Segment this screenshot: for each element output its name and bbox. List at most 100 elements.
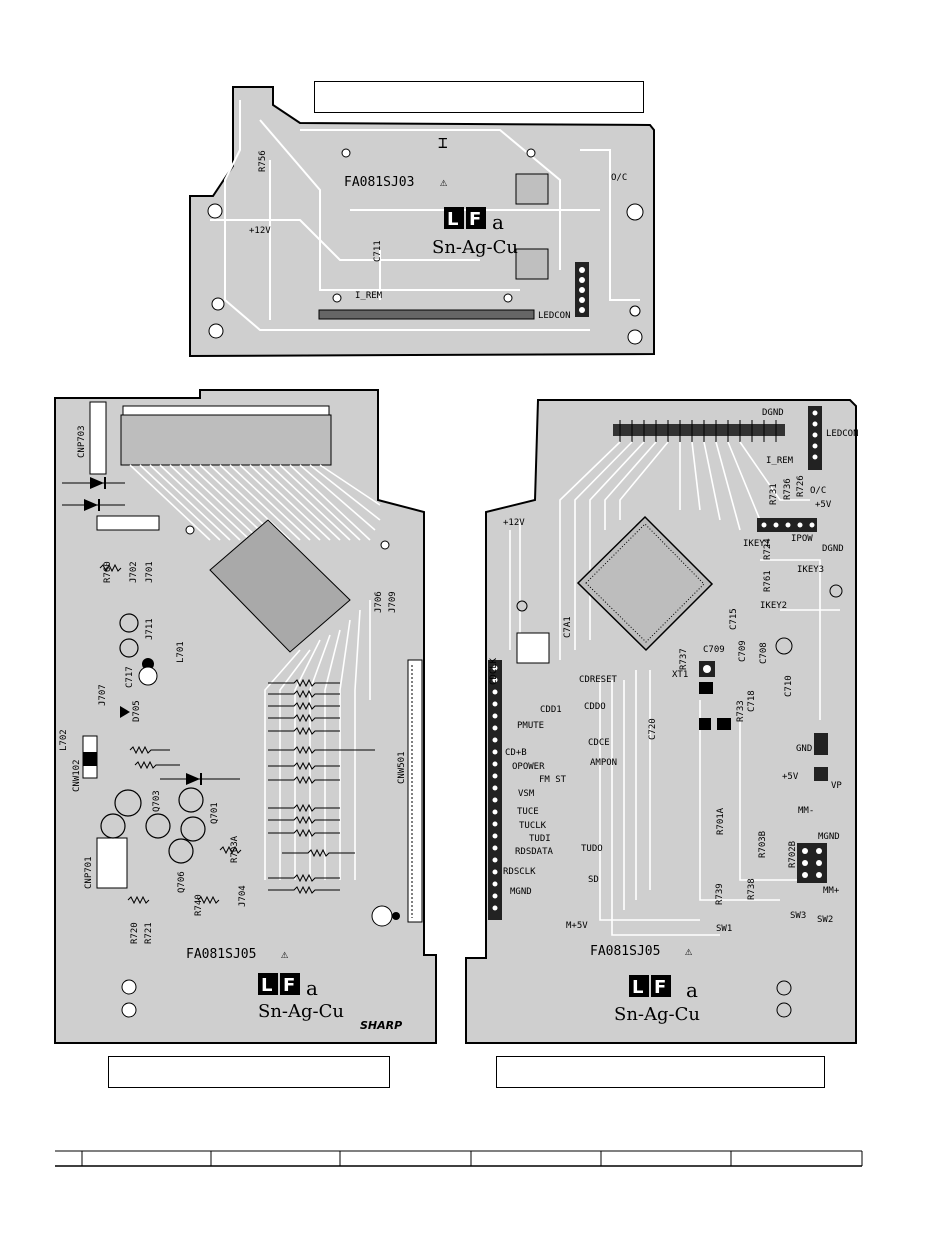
left-solder: Sn-Ag-Cu [258, 1001, 344, 1022]
svg-text:R720: R720 [130, 922, 140, 944]
svg-text:CNP701: CNP701 [84, 856, 94, 889]
svg-text:C709: C709 [738, 640, 748, 662]
svg-text:MGND: MGND [510, 887, 532, 897]
right-board-caption [496, 1056, 825, 1088]
svg-text:C709: C709 [703, 645, 725, 655]
svg-text:D705: D705 [132, 700, 142, 722]
left-part-code: FA081SJ05 [186, 947, 256, 962]
right-lf-suffix: a [686, 978, 698, 1002]
svg-text:⚠: ⚠ [440, 175, 448, 189]
svg-text:TUCLK: TUCLK [519, 821, 547, 831]
svg-text:AMPON: AMPON [590, 758, 617, 768]
svg-text:SW3: SW3 [790, 911, 806, 921]
sharp-logo: SHARP [360, 1019, 402, 1032]
svg-text:RDSCLK: RDSCLK [503, 867, 536, 877]
svg-text:CDDO: CDDO [584, 702, 606, 712]
svg-text:IKEY1: IKEY1 [743, 539, 770, 549]
svg-text:R733: R733 [736, 700, 746, 722]
svg-text:MGND: MGND [818, 832, 840, 842]
svg-text:L: L [632, 977, 643, 998]
svg-text:L702: L702 [59, 729, 69, 751]
left-lf-suffix: a [306, 976, 318, 1000]
svg-text:⌶: ⌶ [438, 133, 448, 152]
svg-text:R761: R761 [763, 570, 773, 592]
svg-text:LEDCON: LEDCON [826, 429, 859, 439]
svg-text:F: F [469, 209, 481, 230]
svg-text:C708: C708 [759, 642, 769, 664]
svg-text:I_REM: I_REM [355, 291, 383, 301]
svg-text:L: L [447, 209, 458, 230]
svg-text:DGND: DGND [822, 544, 844, 554]
top-lf-suffix: a [492, 210, 504, 234]
top-part-code: FA081SJ03 [344, 175, 414, 190]
svg-text:F: F [283, 975, 295, 996]
svg-text:J704: J704 [238, 885, 248, 907]
svg-text:J702: J702 [129, 561, 139, 583]
svg-text:R738: R738 [747, 878, 757, 900]
svg-text:O/C: O/C [611, 173, 627, 183]
svg-text:TUDO: TUDO [581, 844, 603, 854]
svg-text:J701: J701 [145, 561, 155, 583]
svg-text:CNW102: CNW102 [72, 759, 82, 792]
svg-text:J706: J706 [374, 591, 384, 613]
svg-text:R702B: R702B [788, 841, 798, 868]
svg-text:I_REM: I_REM [766, 456, 794, 466]
svg-text:SW2: SW2 [817, 915, 833, 925]
svg-text:SD: SD [588, 875, 599, 885]
svg-text:VSM: VSM [518, 789, 535, 799]
svg-text:CDD1: CDD1 [540, 705, 562, 715]
svg-text:J707: J707 [98, 684, 108, 706]
svg-text:O/C: O/C [810, 486, 826, 496]
svg-text:⚠: ⚠ [281, 947, 289, 961]
svg-text:+12V: +12V [503, 518, 525, 528]
right-part-code: FA081SJ05 [590, 944, 660, 959]
left-board: CNP703 R760 J702 J701 J711 L701 C717 J70… [54, 389, 437, 1044]
svg-text:RDSDATA: RDSDATA [515, 847, 554, 857]
svg-text:R756: R756 [258, 150, 268, 172]
svg-text:C710: C710 [784, 675, 794, 697]
svg-text:C715: C715 [729, 608, 739, 630]
svg-text:CNW501: CNW501 [397, 751, 407, 784]
svg-text:CD+B: CD+B [505, 748, 527, 758]
left-board-caption [108, 1056, 390, 1088]
right-board: DGND LEDCON I_REM O/C R731 R736 R726 +5V… [465, 399, 859, 1044]
svg-text:+5V: +5V [782, 772, 799, 782]
svg-text:R739: R739 [715, 883, 725, 905]
top-board: ⌶ FA081SJ03 ⚠ L F a Sn-Ag-Cu R756 +12V C… [189, 86, 655, 358]
svg-text:C7A1: C7A1 [563, 616, 573, 638]
svg-text:DGND: DGND [762, 408, 784, 418]
svg-text:R760: R760 [103, 561, 113, 583]
svg-text:IKEY2: IKEY2 [760, 601, 787, 611]
svg-text:FM ST: FM ST [539, 775, 567, 785]
top-board-caption [314, 81, 644, 113]
svg-text:MM-: MM- [798, 806, 814, 816]
svg-text:CDCE: CDCE [588, 738, 610, 748]
svg-text:LEDCON: LEDCON [538, 311, 571, 321]
svg-text:R726: R726 [796, 475, 806, 497]
svg-text:SW1: SW1 [716, 924, 732, 934]
svg-text:GND: GND [796, 744, 812, 754]
svg-text:R736: R736 [783, 478, 793, 500]
svg-text:L701: L701 [176, 641, 186, 663]
svg-text:Q701: Q701 [210, 802, 220, 824]
svg-text:⚠: ⚠ [685, 944, 693, 958]
svg-text:J711: J711 [145, 618, 155, 640]
svg-text:R701A: R701A [716, 807, 726, 835]
svg-text:XT1: XT1 [672, 670, 688, 680]
svg-text:MM+: MM+ [823, 886, 840, 896]
bottom-grid [55, 1150, 863, 1167]
svg-text:R731: R731 [769, 483, 779, 505]
svg-text:IPOW: IPOW [791, 534, 813, 544]
svg-text:CDCLK: CDCLK [489, 657, 499, 685]
svg-text:CDRESET: CDRESET [579, 675, 618, 685]
svg-text:R740: R740 [194, 894, 204, 916]
svg-text:R737: R737 [679, 648, 689, 670]
right-solder: Sn-Ag-Cu [614, 1004, 700, 1025]
svg-text:C720: C720 [648, 718, 658, 740]
svg-text:R703A: R703A [230, 835, 240, 863]
svg-text:TUCE: TUCE [517, 807, 539, 817]
svg-text:CNP703: CNP703 [77, 425, 87, 458]
svg-text:IKEY3: IKEY3 [797, 565, 824, 575]
svg-text:R703B: R703B [758, 831, 768, 858]
